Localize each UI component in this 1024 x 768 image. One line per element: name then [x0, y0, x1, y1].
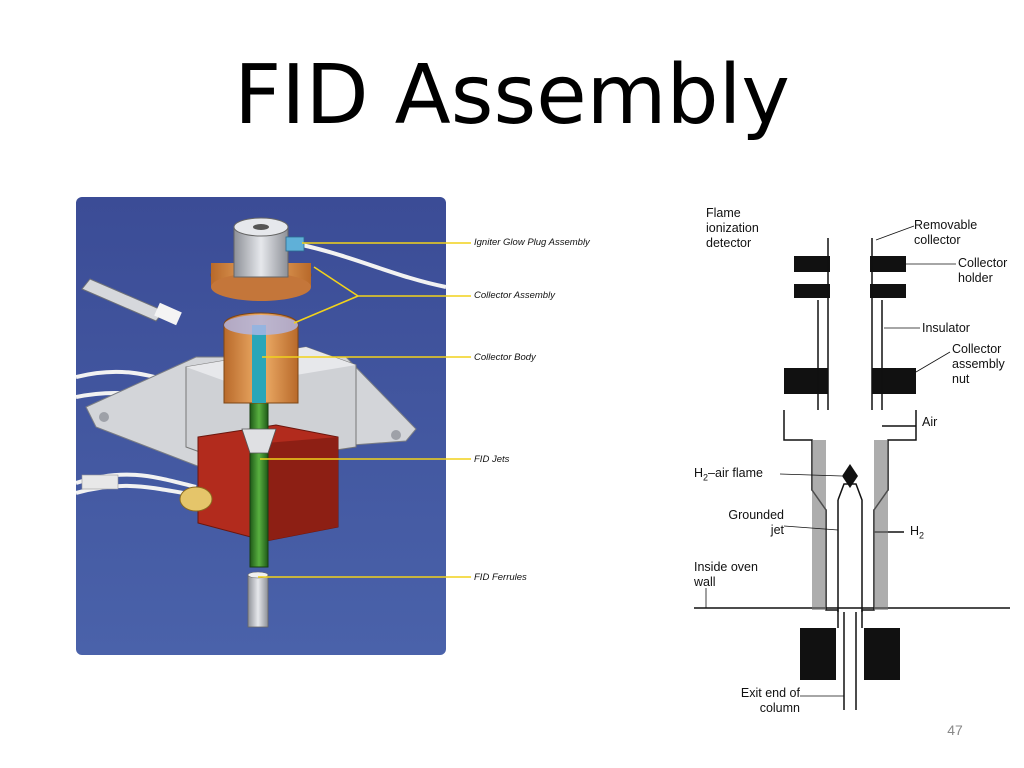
grounded-jet-right	[837, 483, 863, 612]
label-inside-oven-wall: Inside oven wall	[694, 560, 758, 589]
collector-holder-right	[870, 256, 906, 272]
leader-jet	[783, 525, 839, 531]
collector-insulator-ring	[224, 315, 298, 335]
body-hatching	[812, 440, 888, 610]
bottom-nut-right	[864, 628, 900, 680]
fid-cross-section-drawing	[694, 225, 1010, 710]
label-insulator: Insulator	[922, 321, 970, 335]
mount-hole	[99, 412, 109, 422]
leader-collector-assembly-b	[293, 295, 359, 324]
leader-removable-collector	[875, 225, 915, 241]
igniter-cable	[301, 243, 447, 289]
label-h2-sub: 2	[919, 530, 925, 541]
tube-fitting	[154, 302, 182, 326]
collector-holder-left	[794, 256, 830, 272]
label-collector-holder: Collector holder	[958, 256, 1008, 285]
fid-cross-section-diagram: Flame ionization detector Removable coll…	[688, 200, 1018, 722]
label-collector-assembly: Collector Assembly	[474, 290, 555, 301]
label-fid-jets: FID Jets	[474, 454, 510, 465]
leader-lines	[258, 242, 471, 578]
label-grounded-jet: Grounded jet	[728, 508, 784, 537]
igniter-glow-plug	[285, 236, 305, 252]
label-fid-ferrules: FID Ferrules	[474, 572, 527, 583]
holder-flange-right	[870, 284, 906, 298]
label-h2-air-flame: H2–air flame	[694, 466, 763, 486]
heater-coil	[81, 474, 119, 490]
body-outline-left	[783, 410, 839, 628]
cross-section-solids	[784, 256, 916, 680]
hatch-right	[874, 440, 888, 610]
thermocouple-cap	[179, 486, 213, 512]
red-heater-side	[266, 437, 338, 541]
leader-assembly-nut	[915, 351, 951, 373]
collector-cap-bore	[253, 224, 269, 230]
page-number: 47	[947, 722, 963, 738]
fid-cutaway-drawing	[75, 197, 471, 655]
body-outline-right	[861, 410, 917, 628]
bronze-ring-bottom	[211, 273, 311, 301]
jet-tube	[249, 386, 269, 568]
label-h2-h: H	[910, 524, 920, 538]
fid-cutaway-illustration: Igniter Glow Plug Assembly Collector Ass…	[75, 197, 596, 655]
leader-lines-right	[705, 225, 956, 697]
label-igniter-glow-plug: Igniter Glow Plug Assembly	[474, 237, 590, 248]
label-h2-air-flame-h: H	[694, 466, 704, 480]
label-flame-ionization-detector: Flame ionization detector	[706, 206, 759, 250]
jet-tip	[241, 428, 277, 454]
label-h2: H2	[910, 524, 924, 544]
holder-flange-left	[794, 284, 830, 298]
label-air: Air	[922, 415, 938, 429]
hatch-left	[812, 440, 826, 610]
fid-ferrule	[247, 574, 269, 628]
assembly-nut-left	[784, 368, 828, 394]
leader-flame	[779, 473, 843, 477]
collector-electrode	[252, 325, 266, 403]
slide-title: FID Assembly	[234, 48, 790, 143]
bottom-nut-left	[800, 628, 836, 680]
mount-hole	[391, 430, 401, 440]
assembly-nut-right	[872, 368, 916, 394]
label-exit-end-of-column: Exit end of column	[740, 686, 800, 715]
label-removable-collector: Removable collector	[914, 218, 978, 247]
label-collector-body: Collector Body	[474, 352, 536, 363]
label-h2-air-flame-rest: –air flame	[708, 466, 763, 480]
flame-mark	[842, 464, 858, 488]
label-collector-assembly-nut: Collector assembly nut	[952, 342, 1005, 386]
label-h2-air-flame-sub: 2	[703, 472, 709, 483]
